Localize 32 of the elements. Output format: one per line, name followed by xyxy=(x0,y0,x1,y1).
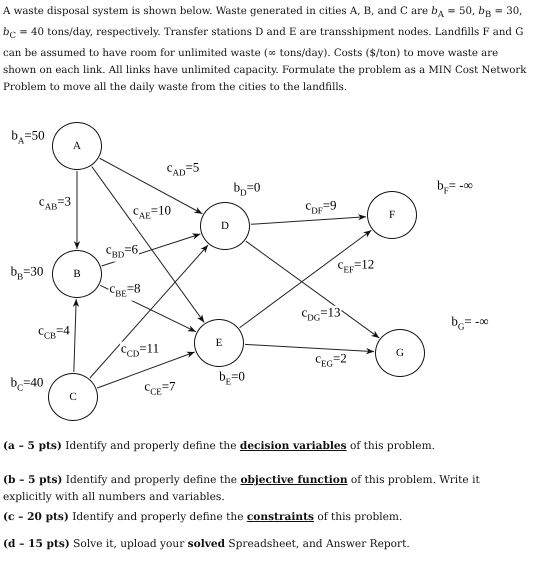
node-circle xyxy=(52,122,102,170)
problem-statement: A waste disposal system is shown below. Waste generated in cities A, B, and C are b$_{A}$ = 50, b$_{B}$ = 30, b$_{C}$ = 40 tons/day, respectively. Transfer stations D and E are transshipment nodes. Landfills F and G can be assumed to have room for unlimited waste (∞ tons/day). Costs ($/ton) to move waste are shown on each link. All links have unlimited capacity. Formulate the problem as a MIN Cost Network Problem to move all the daily waste from the cities to the landfills. xyxy=(3,5,528,96)
arrow xyxy=(72,298,80,372)
arrow xyxy=(89,244,209,378)
node-circle xyxy=(48,373,98,421)
node-circle xyxy=(52,250,102,298)
arrow xyxy=(96,351,196,389)
node-circle xyxy=(194,319,244,367)
node-circle xyxy=(367,191,417,239)
question-text: (a – 5 pts) Identify and properly define the decision variables of this problem. xyxy=(3,439,436,454)
arrow xyxy=(245,240,380,338)
node-label: A xyxy=(73,140,81,152)
arrow xyxy=(239,230,372,328)
node-label: D xyxy=(221,220,229,232)
node-label: B xyxy=(73,268,81,280)
arrow xyxy=(250,214,367,225)
node-label: G xyxy=(396,347,404,359)
question-text: (b – 5 pts) Identify and properly define the objective function of this problem. Write it explicitly with all numbers and variables. xyxy=(3,473,481,505)
node-label: C xyxy=(69,391,77,403)
question-text: (d – 15 pts) Solve it, upload your solved Spreadsheet, and Answer Report. xyxy=(3,537,411,552)
node-circle xyxy=(375,329,425,377)
arrow xyxy=(74,170,80,250)
edge-label: c$_{BD}$=6 xyxy=(104,242,140,262)
edge-label: c$_{AE}$=10 xyxy=(132,204,172,222)
node-label: E xyxy=(216,337,222,349)
node-circle xyxy=(200,202,250,250)
question-text: (c – 20 pts) Identify and properly define the constraints of this problem. xyxy=(3,510,404,525)
node-label: F xyxy=(388,209,396,221)
arrow xyxy=(91,166,205,323)
arrow xyxy=(244,344,375,354)
edge-label: c$_{BE}$=8 xyxy=(108,282,142,300)
arrow xyxy=(99,158,203,214)
